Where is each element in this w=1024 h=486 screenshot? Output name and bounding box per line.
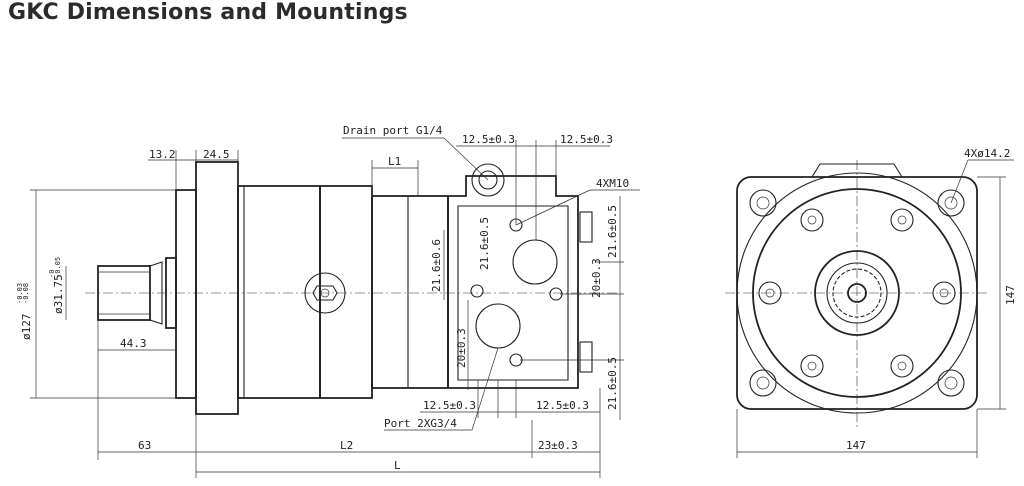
dim-127: ø127 xyxy=(20,314,33,341)
dim-44-3: 44.3 xyxy=(120,337,147,350)
dim-31-75-tol-bot: -0.05 xyxy=(54,257,62,278)
dim-top-12-5b: 12.5±0.3 xyxy=(560,133,613,146)
drain-port-label: Drain port G1/4 xyxy=(343,124,443,137)
dim-31-75: ø31.75 xyxy=(52,274,65,314)
dimension-labels: Drain port G1/4 13.2 24.5 L1 12.5±0.3 12… xyxy=(16,124,1017,472)
motor-body xyxy=(237,185,321,399)
side-view xyxy=(85,161,620,415)
dim-147-vertical: 147 xyxy=(1004,285,1017,305)
port-a xyxy=(512,239,558,285)
dim-63: 63 xyxy=(138,439,151,452)
dim-v20-right: 20±0.3 xyxy=(590,258,603,298)
dim-v21-6-left: 21.6±0.6 xyxy=(430,239,443,292)
dim-L: L xyxy=(394,459,401,472)
side-dimensions xyxy=(30,137,640,478)
spline-ring xyxy=(814,250,900,336)
dim-L1: L1 xyxy=(388,155,401,168)
dim-holes: 4Xø14.2 xyxy=(964,147,1010,160)
dim-bot-12-5b: 12.5±0.3 xyxy=(536,399,589,412)
port-b xyxy=(475,303,521,349)
drain-port xyxy=(471,163,505,197)
dim-v21-6-top: 21.6±0.5 xyxy=(478,217,491,270)
dim-L2: L2 xyxy=(340,439,353,452)
dim-v21-6-right2: 21.6±0.5 xyxy=(606,357,619,410)
dim-127-tol-top: -0.03 xyxy=(16,283,24,304)
dim-top-12-5a: 12.5±0.3 xyxy=(462,133,515,146)
front-view xyxy=(725,160,990,430)
dim-127-tol-bot: -0.08 xyxy=(22,283,30,304)
page-title: GKC Dimensions and Mountings xyxy=(8,0,408,25)
dim-147-horizontal: 147 xyxy=(846,439,866,452)
mounting-flange xyxy=(195,161,239,415)
dim-bot-12-5a: 12.5±0.3 xyxy=(423,399,476,412)
dim-31-75-tol-top: -0 xyxy=(48,270,56,278)
center-bolt xyxy=(304,272,346,314)
dim-v21-6-right1: 21.6±0.5 xyxy=(606,205,619,258)
front-dimensions xyxy=(736,159,1014,458)
output-shaft xyxy=(97,265,151,321)
front-body xyxy=(752,188,962,398)
pilot-flange xyxy=(175,189,197,399)
dim-v20-left: 20±0.3 xyxy=(455,328,468,368)
port-label: Port 2XG3/4 xyxy=(384,417,457,430)
dim-4xm10: 4XM10 xyxy=(596,177,629,190)
dim-23: 23±0.3 xyxy=(538,439,578,452)
dim-13-2: 13.2 xyxy=(149,148,176,161)
dim-24-5: 24.5 xyxy=(203,148,230,161)
